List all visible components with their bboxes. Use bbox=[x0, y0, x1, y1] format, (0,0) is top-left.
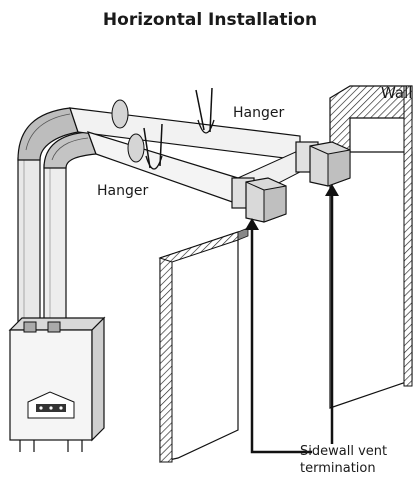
pipe-elbows bbox=[17, 107, 97, 169]
diagram-title: Horizontal Installation bbox=[102, 10, 318, 30]
vertical-vent-pipes bbox=[17, 157, 67, 329]
vent-termination-left bbox=[231, 177, 287, 223]
vent-callout-arrows bbox=[245, 184, 339, 454]
back-wall bbox=[329, 85, 413, 409]
front-wall bbox=[158, 227, 249, 463]
vent-label-line2: termination bbox=[300, 461, 376, 476]
vent-termination-right bbox=[295, 141, 351, 187]
hanger-upper bbox=[195, 87, 215, 134]
hanger-lower bbox=[143, 123, 163, 170]
hanger-label-lower: Hanger bbox=[97, 183, 149, 199]
vent-label-line1: Sidewall vent bbox=[300, 444, 388, 459]
hanger-label-upper: Hanger bbox=[233, 105, 285, 121]
wall-label: Wall bbox=[381, 84, 413, 102]
water-heater bbox=[8, 316, 106, 452]
